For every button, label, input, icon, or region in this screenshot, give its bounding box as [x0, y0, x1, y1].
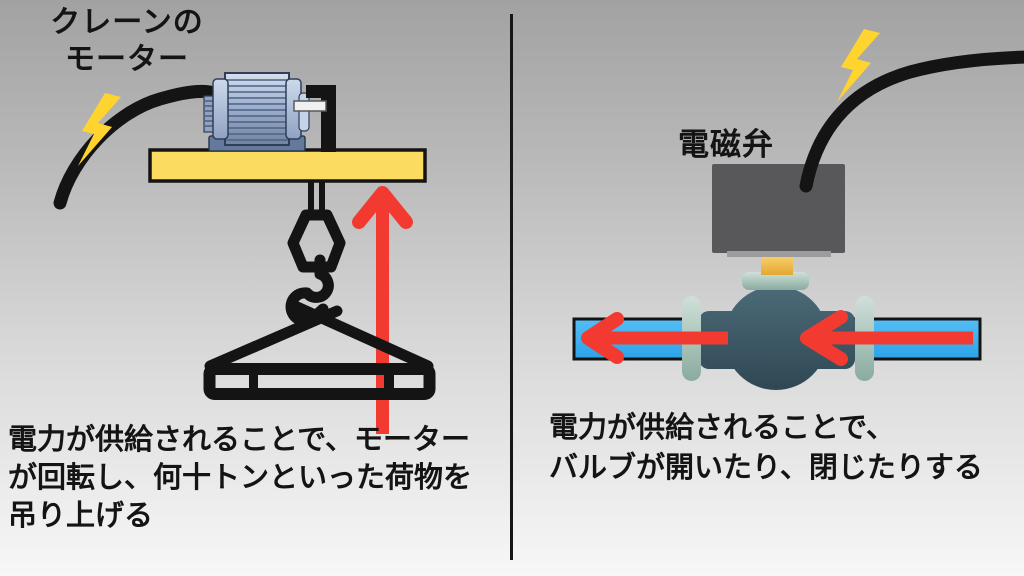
motor-hub: [298, 92, 310, 132]
spreader-divider-left: [249, 369, 258, 394]
hoist-cable-left: [308, 181, 314, 217]
solenoid-valve-diagram: [572, 29, 1024, 390]
right-panel-caption: 電力が供給されることで、 バルブが開いたり、閉じたりする: [549, 410, 983, 484]
crane-diagram: [53, 72, 436, 434]
motor-shaft: [293, 100, 327, 112]
sling-lines: [204, 300, 434, 372]
flow-arrows: [581, 310, 973, 366]
power-cable: [53, 84, 221, 210]
hoist-cable-right: [319, 181, 325, 217]
rigging: [203, 209, 436, 400]
power-cable: [799, 50, 1024, 193]
solenoid-box: [712, 164, 845, 253]
motor-endcap-left: [212, 78, 229, 140]
hook-link: [287, 209, 346, 273]
electric-motor: [203, 72, 310, 152]
left-panel-caption: 電力が供給されることで、モーター が回転し、何十トンといった荷物を 吊り上げる: [8, 422, 473, 532]
valve-stem: [761, 256, 793, 275]
left-panel-title: クレーンの モーター: [50, 5, 204, 77]
bracket-post: [321, 85, 336, 152]
right-panel-title: 電磁弁: [678, 127, 774, 163]
crane-hook: [285, 254, 334, 327]
motor-fins: [226, 79, 288, 141]
motor-terminal-ribs: [205, 100, 216, 127]
mounting-beam: [148, 148, 427, 183]
lightning-bolt-icon: [837, 29, 880, 102]
spreader-divider-right: [384, 369, 394, 394]
valve-bonnet: [742, 272, 809, 290]
flow-arrow-right-head: [800, 310, 848, 366]
valve-body-sphere: [724, 286, 828, 390]
hoist-bracket: [306, 85, 336, 152]
panel-divider: [510, 14, 513, 560]
up-arrow-head: [352, 186, 413, 229]
flow-arrow-left-head: [581, 312, 624, 364]
spreader-bar: [203, 363, 436, 400]
lightning-bolt-icon: [78, 93, 121, 166]
solenoid-base-lip: [727, 251, 831, 257]
